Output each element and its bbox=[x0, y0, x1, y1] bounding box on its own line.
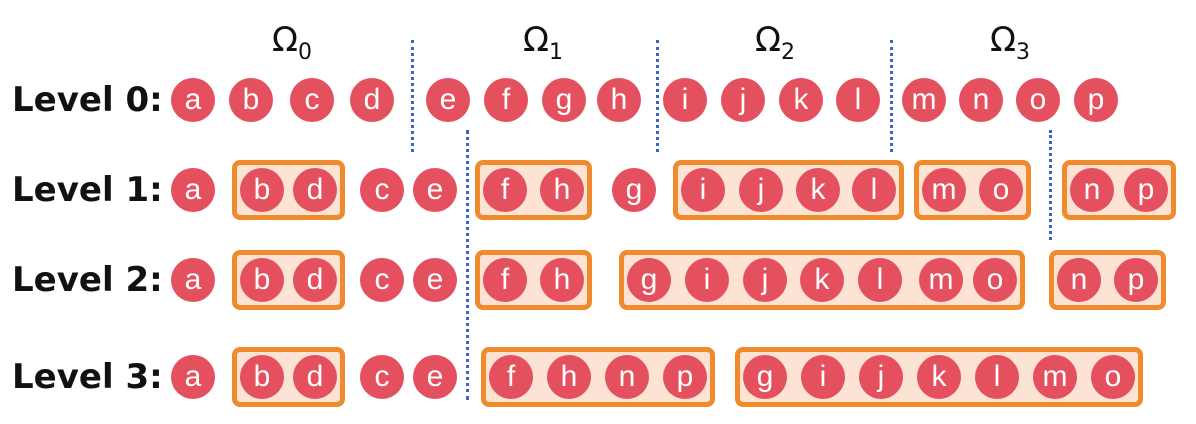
level-label: Level 2: bbox=[12, 260, 163, 300]
node-c: c bbox=[360, 258, 404, 302]
node-i: i bbox=[801, 355, 845, 399]
node-o: o bbox=[973, 258, 1017, 302]
level-label: Level 0: bbox=[12, 80, 163, 120]
partition-divider bbox=[890, 40, 893, 152]
partition-label-3: Ω3 bbox=[990, 20, 1030, 73]
node-b: b bbox=[240, 258, 284, 302]
partition-symbol: Ω bbox=[990, 20, 1016, 60]
node-i: i bbox=[685, 258, 729, 302]
partition-index: 0 bbox=[297, 40, 312, 65]
partition-index: 3 bbox=[1015, 40, 1030, 65]
level-label: Level 1: bbox=[12, 170, 163, 210]
node-k: k bbox=[796, 168, 840, 212]
node-d: d bbox=[293, 258, 337, 302]
node-g: g bbox=[612, 168, 656, 212]
node-i: i bbox=[681, 168, 725, 212]
partition-index: 2 bbox=[780, 40, 795, 65]
node-j: j bbox=[721, 78, 765, 122]
partition-divider bbox=[656, 40, 659, 152]
node-g: g bbox=[542, 78, 586, 122]
node-o: o bbox=[1091, 355, 1135, 399]
partition-label-2: Ω2 bbox=[755, 20, 795, 73]
node-h: h bbox=[540, 258, 584, 302]
node-h: h bbox=[597, 78, 641, 122]
node-e: e bbox=[413, 258, 457, 302]
node-a: a bbox=[171, 258, 215, 302]
partition-divider bbox=[1049, 130, 1052, 240]
partition-label-1: Ω1 bbox=[523, 20, 563, 73]
node-n: n bbox=[1070, 168, 1114, 212]
node-f: f bbox=[484, 78, 528, 122]
node-n: n bbox=[959, 78, 1003, 122]
node-d: d bbox=[293, 355, 337, 399]
node-d: d bbox=[350, 78, 394, 122]
node-f: f bbox=[489, 355, 533, 399]
node-g: g bbox=[743, 355, 787, 399]
node-g: g bbox=[627, 258, 671, 302]
node-k: k bbox=[917, 355, 961, 399]
node-n: n bbox=[605, 355, 649, 399]
node-b: b bbox=[240, 355, 284, 399]
node-l: l bbox=[975, 355, 1019, 399]
node-m: m bbox=[1033, 355, 1077, 399]
node-n: n bbox=[1057, 258, 1101, 302]
node-c: c bbox=[360, 355, 404, 399]
node-p: p bbox=[1114, 258, 1158, 302]
node-l: l bbox=[852, 168, 896, 212]
node-j: j bbox=[859, 355, 903, 399]
partition-label-0: Ω0 bbox=[272, 20, 312, 73]
node-l: l bbox=[858, 258, 902, 302]
node-b: b bbox=[229, 78, 273, 122]
partition-symbol: Ω bbox=[755, 20, 781, 60]
partition-divider bbox=[411, 40, 414, 152]
partition-symbol: Ω bbox=[523, 20, 549, 60]
node-p: p bbox=[1124, 168, 1168, 212]
node-o: o bbox=[1016, 78, 1060, 122]
node-c: c bbox=[290, 78, 334, 122]
node-b: b bbox=[240, 168, 284, 212]
node-j: j bbox=[743, 258, 787, 302]
node-h: h bbox=[540, 168, 584, 212]
node-e: e bbox=[426, 78, 470, 122]
node-d: d bbox=[293, 168, 337, 212]
node-e: e bbox=[413, 355, 457, 399]
node-o: o bbox=[979, 168, 1023, 212]
node-h: h bbox=[547, 355, 591, 399]
node-a: a bbox=[171, 78, 215, 122]
node-f: f bbox=[483, 258, 527, 302]
node-p: p bbox=[1074, 78, 1118, 122]
level-label: Level 3: bbox=[12, 357, 163, 397]
partition-symbol: Ω bbox=[272, 20, 298, 60]
node-k: k bbox=[800, 258, 844, 302]
node-j: j bbox=[739, 168, 783, 212]
node-c: c bbox=[360, 168, 404, 212]
node-a: a bbox=[171, 355, 215, 399]
node-p: p bbox=[663, 355, 707, 399]
node-i: i bbox=[663, 78, 707, 122]
partition-divider bbox=[466, 130, 469, 400]
node-k: k bbox=[779, 78, 823, 122]
node-m: m bbox=[919, 258, 963, 302]
node-f: f bbox=[483, 168, 527, 212]
node-l: l bbox=[836, 78, 880, 122]
node-a: a bbox=[171, 168, 215, 212]
node-m: m bbox=[902, 78, 946, 122]
node-m: m bbox=[922, 168, 966, 212]
node-e: e bbox=[413, 168, 457, 212]
partition-index: 1 bbox=[548, 40, 563, 65]
